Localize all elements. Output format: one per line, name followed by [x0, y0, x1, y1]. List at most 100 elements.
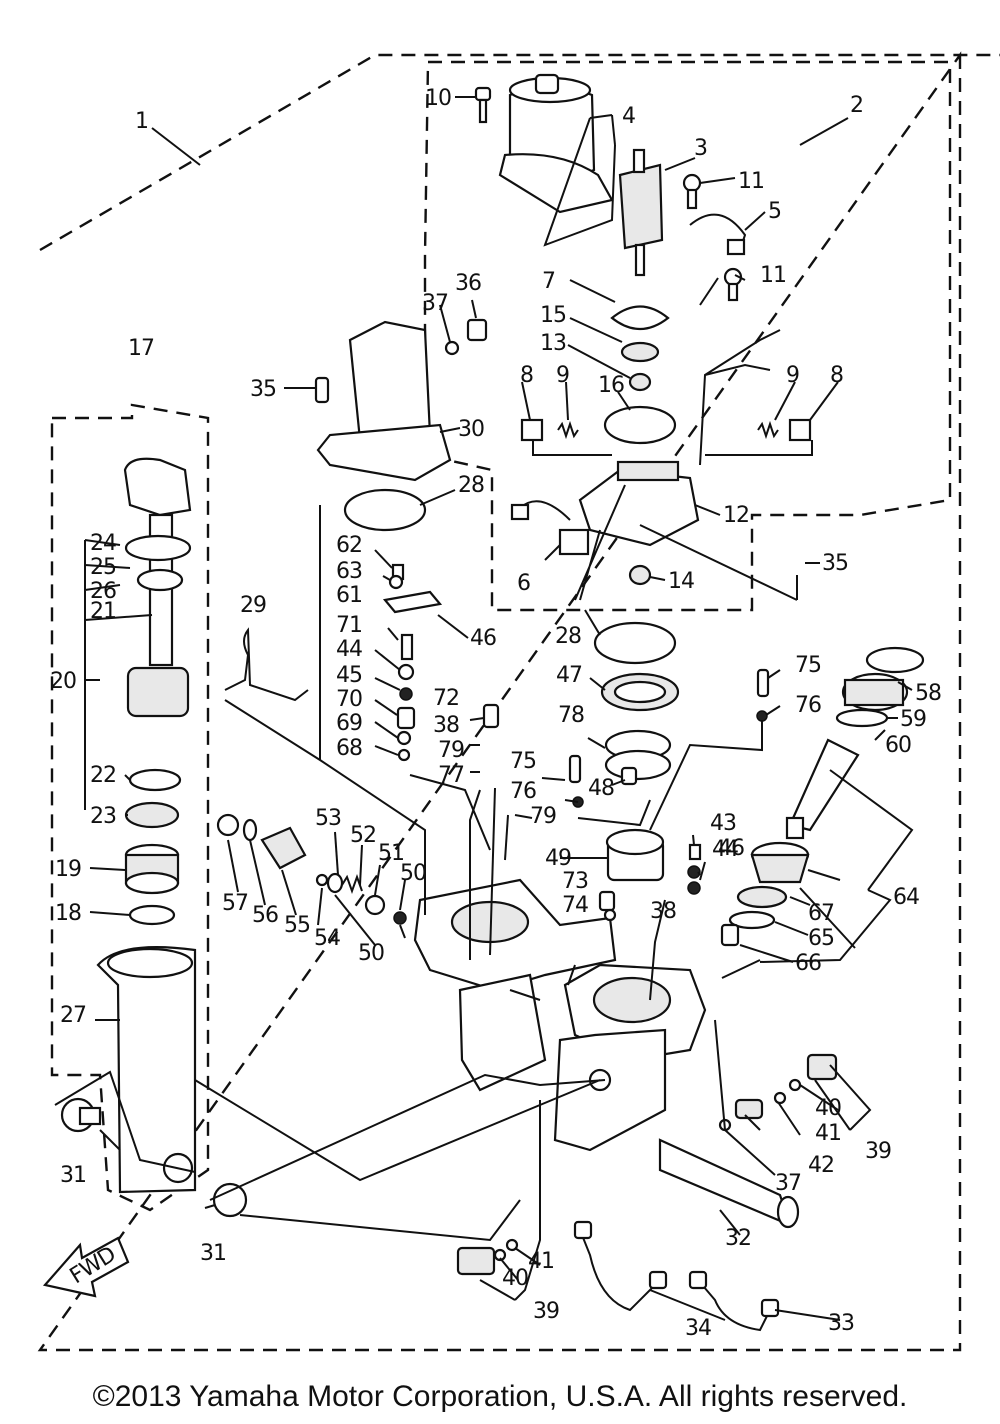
reservoir-cover: [316, 320, 452, 482]
callout-40-left: 40: [502, 1266, 528, 1291]
spring-43: [688, 843, 702, 861]
washer-44-b: [687, 865, 701, 879]
tilt-body: [553, 963, 707, 1152]
assembly-2-boundary: [423, 60, 952, 612]
callout-75-a: 75: [795, 653, 821, 678]
bolt-73: [598, 890, 616, 912]
callout-46-b: 46: [718, 836, 744, 861]
callout-6: 6: [517, 571, 530, 596]
callout-37-lower: 37: [775, 1171, 801, 1196]
cap-59: [841, 672, 909, 712]
callout-55: 55: [284, 913, 310, 938]
callout-26: 26: [90, 579, 116, 604]
callout-74: 74: [562, 893, 588, 918]
callout-63: 63: [336, 559, 362, 584]
bolt-11-b: [723, 267, 743, 302]
callout-28-upper: 28: [458, 473, 484, 498]
callout-22: 22: [90, 763, 116, 788]
gland-19: [124, 843, 180, 895]
callout-50-a: 50: [400, 861, 426, 886]
callout-62: 62: [336, 533, 362, 558]
callout-70: 70: [336, 687, 362, 712]
callout-42: 42: [808, 1153, 834, 1178]
callout-72: 72: [433, 686, 459, 711]
callout-54: 54: [314, 926, 340, 951]
callout-36: 36: [455, 271, 481, 296]
leader-lines: [54, 96, 914, 1321]
assembly-17-boundary: [50, 403, 210, 1212]
callout-79-b: 79: [530, 804, 556, 829]
o-ring-28-lower: [593, 621, 677, 665]
collar-31-right: [212, 1182, 248, 1218]
bearing-13: [628, 372, 652, 392]
callout-56: 56: [252, 903, 278, 928]
pump-gear-49: [605, 828, 665, 882]
seal-67: [736, 885, 788, 909]
bolt-11-a: [682, 173, 702, 210]
callout-75-b: 75: [510, 749, 536, 774]
valve-42: [734, 1098, 764, 1120]
valve-66: [720, 923, 740, 947]
bolt-10: [474, 86, 492, 124]
callout-30: 30: [458, 417, 484, 442]
spring-9-right: [757, 420, 779, 440]
callout-31-left: 31: [60, 1163, 86, 1188]
callout-25: 25: [90, 555, 116, 580]
bolt-72: [482, 703, 500, 729]
collar-31-left: [60, 1097, 102, 1133]
valve-stack: [382, 563, 443, 762]
callout-labels: 1 2 3 4 5 6 7 8 8 9 9 10 11 11 12 13 14 …: [50, 86, 942, 1341]
callout-9-right: 9: [786, 363, 799, 388]
callout-76-a: 76: [795, 693, 821, 718]
callout-58: 58: [915, 681, 941, 706]
pipe-34: [579, 1229, 656, 1312]
fitting-39-right: [773, 1053, 838, 1105]
callout-52: 52: [350, 823, 376, 848]
callout-41-left: 41: [528, 1249, 554, 1274]
pump-manifold: [413, 878, 617, 1092]
brush-lead: [689, 213, 747, 256]
trim-rod: [123, 457, 192, 718]
callout-11-b: 11: [760, 263, 786, 288]
callout-11-a: 11: [738, 169, 764, 194]
callout-18: 18: [55, 901, 81, 926]
seal-47: [600, 672, 680, 712]
callout-79-a: 79: [438, 738, 464, 763]
ring-78: [604, 729, 672, 781]
callout-60: 60: [885, 733, 911, 758]
callout-76-b: 76: [510, 779, 536, 804]
armature: [618, 148, 664, 277]
motor-housing: [498, 73, 614, 214]
callout-24: 24: [90, 531, 116, 556]
oil-seal-15: [620, 341, 660, 363]
callout-47: 47: [556, 663, 582, 688]
copyright-notice: ©2013 Yamaha Motor Corporation, U.S.A. A…: [92, 1380, 908, 1413]
callout-39-left: 39: [533, 1299, 559, 1324]
pipe-34-fitting-a: [573, 1220, 593, 1240]
callout-43: 43: [710, 811, 736, 836]
callout-67: 67: [808, 901, 834, 926]
motor-end-cap: [578, 460, 700, 547]
callout-8-left: 8: [520, 363, 533, 388]
thermo-switch: [510, 500, 590, 556]
manual-valve: [216, 813, 407, 925]
callout-10: 10: [425, 86, 451, 111]
callout-12: 12: [723, 503, 749, 528]
callout-57: 57: [222, 891, 248, 916]
callout-32: 32: [725, 1226, 751, 1251]
o-ring-37: [444, 340, 460, 356]
callout-15: 15: [540, 303, 566, 328]
callout-35-left: 35: [250, 377, 276, 402]
callout-7: 7: [542, 269, 555, 294]
callout-41-right: 41: [815, 1121, 841, 1146]
fitting-39-left: [456, 1238, 519, 1276]
callout-14: 14: [668, 569, 694, 594]
callout-45: 45: [336, 663, 362, 688]
callout-21: 21: [90, 599, 116, 624]
brush-plate: [610, 305, 670, 330]
ring-23: [124, 801, 180, 829]
callout-50-b: 50: [358, 941, 384, 966]
callout-38-b: 38: [650, 899, 676, 924]
cylinder-27: [96, 946, 197, 1194]
assembly-1-boundary: [37, 51, 1000, 1352]
